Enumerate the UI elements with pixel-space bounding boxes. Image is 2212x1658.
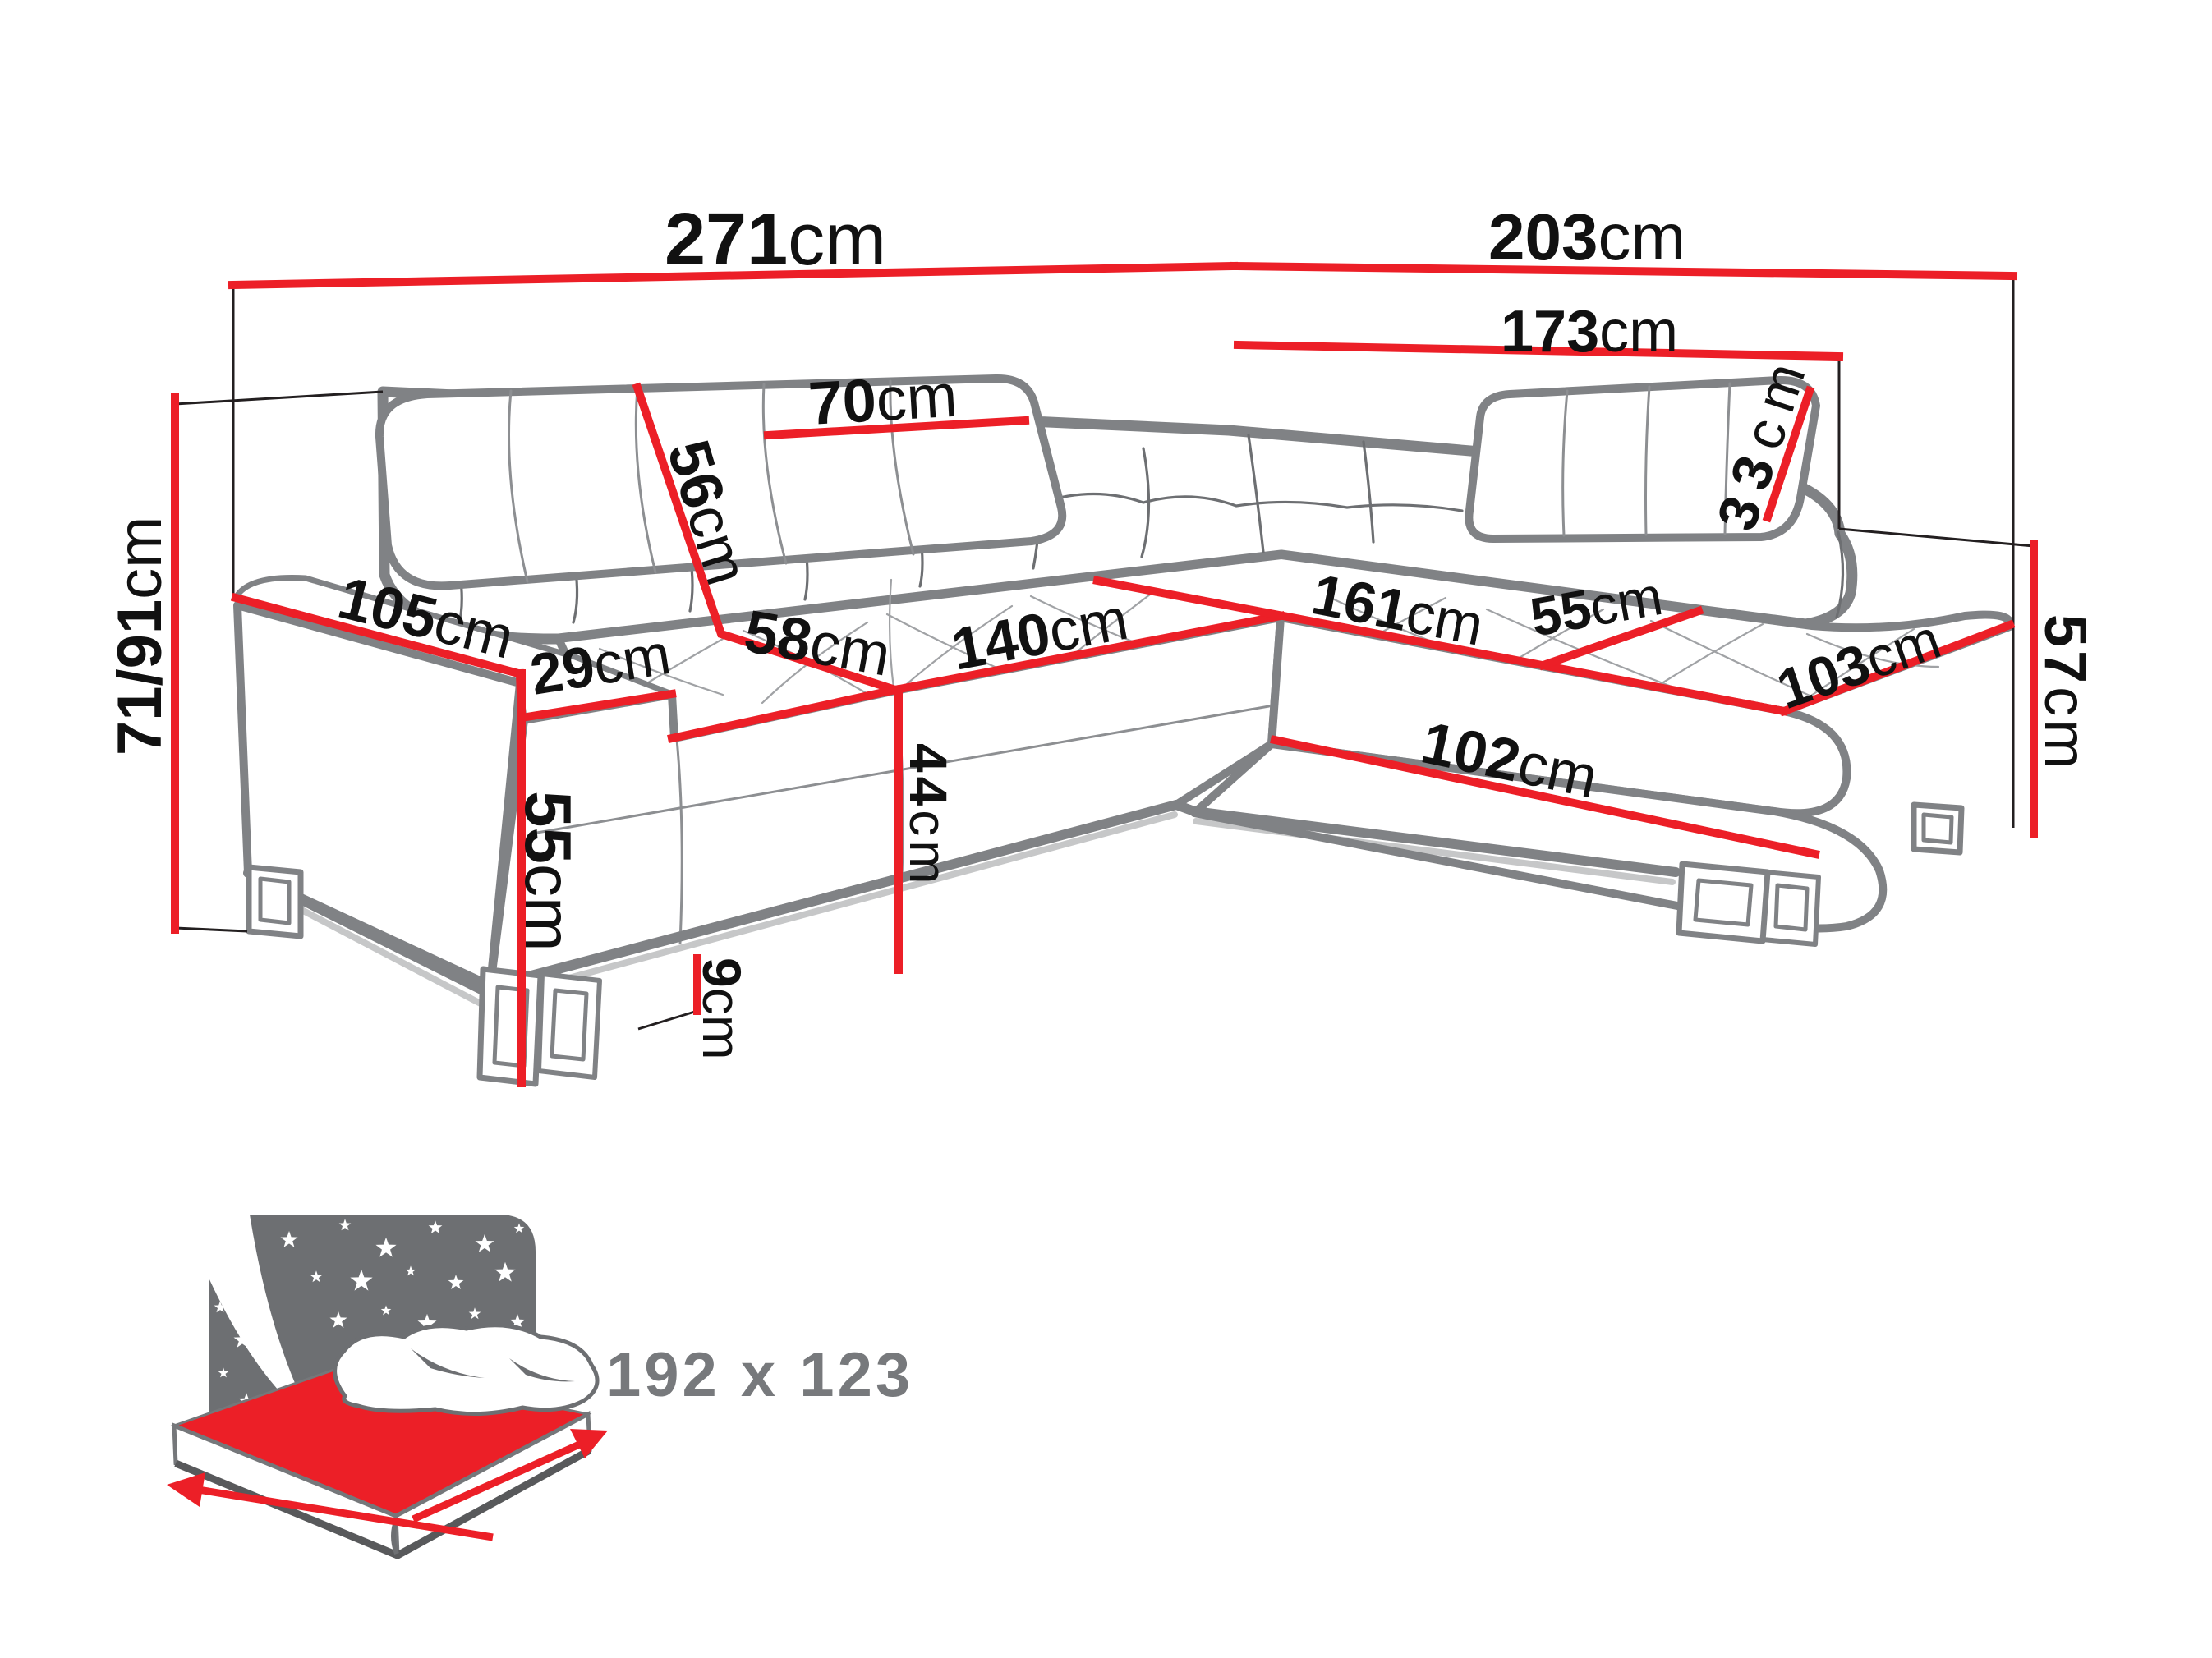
svg-text:58cm: 58cm — [739, 598, 895, 689]
svg-text:55cm: 55cm — [512, 791, 585, 952]
svg-text:71/91cm: 71/91cm — [105, 517, 175, 756]
svg-text:44cm: 44cm — [899, 743, 958, 889]
svg-text:140cm: 140cm — [946, 586, 1133, 683]
svg-text:192 x 123: 192 x 123 — [606, 1340, 913, 1410]
svg-text:173cm: 173cm — [1501, 299, 1678, 365]
svg-text:29cm: 29cm — [526, 622, 674, 707]
svg-text:203cm: 203cm — [1488, 200, 1685, 273]
svg-text:55cm: 55cm — [1526, 565, 1667, 648]
svg-text:70cm: 70cm — [807, 361, 959, 438]
svg-text:271cm: 271cm — [665, 199, 886, 281]
svg-text:9cm: 9cm — [692, 958, 752, 1060]
svg-text:57cm: 57cm — [2032, 614, 2098, 772]
